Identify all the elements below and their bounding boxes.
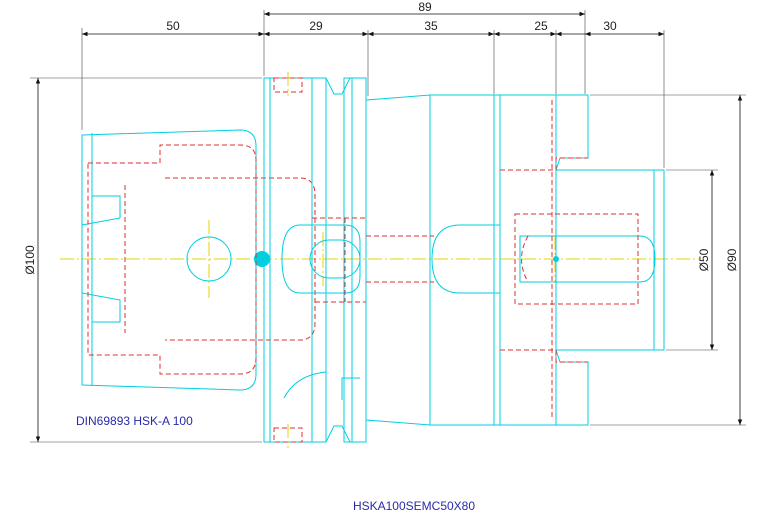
dim-50: 50 [166,19,180,33]
flange [263,72,367,448]
center-marker [254,251,270,267]
body [365,94,501,426]
dim-dia-100: Ø100 [23,245,37,275]
flange-slot [281,217,367,303]
collar [493,94,665,426]
extension-lines [30,10,746,443]
hsk-taper [81,129,270,391]
part-number-label: HSKA100SEMC50X80 [353,499,475,513]
dim-35: 35 [424,19,438,33]
dim-25: 25 [534,19,548,33]
dim-dia-50: Ø50 [697,248,711,271]
standard-label: DIN69893 HSK-A 100 [76,414,193,428]
dim-dia-90: Ø90 [725,248,739,271]
dim-30: 30 [603,19,617,33]
dim-29: 29 [309,19,323,33]
dim-89: 89 [418,0,432,14]
hsk-hidden-lines [87,144,316,375]
